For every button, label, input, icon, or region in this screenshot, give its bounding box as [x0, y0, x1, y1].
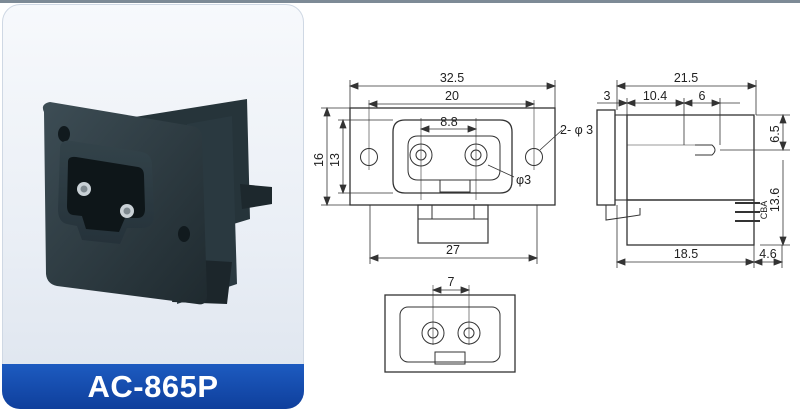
dim-6: 6 [699, 89, 706, 103]
side-view [596, 109, 760, 246]
dim-4-6: 4.6 [759, 247, 776, 261]
product-photo-panel: AC-865P [2, 4, 304, 409]
top-rule [0, 0, 800, 3]
dim-depth: 21.5 [674, 71, 698, 85]
dim-height: 13.6 [768, 188, 782, 212]
side-dimension-lines [597, 80, 790, 268]
dim-bottom-pin-spacing: 7 [448, 275, 455, 289]
model-banner [2, 364, 304, 409]
dim-pin-spacing: 8.8 [440, 115, 457, 129]
dim-flange: 3 [604, 89, 611, 103]
dim-6-5: 6.5 [768, 125, 782, 142]
technical-drawing: 32.5 20 8.8 2- φ 3 φ3 16 13 27 21.5 3 10… [312, 71, 790, 373]
bottom-view [384, 285, 516, 373]
dim-10-4: 10.4 [643, 89, 667, 103]
front-view [349, 100, 556, 244]
dim-hole-spacing: 20 [445, 89, 459, 103]
dim-pin-diameter: φ3 [516, 173, 531, 187]
front-dimension-lines [321, 80, 563, 264]
dim-outer-height: 16 [312, 153, 326, 167]
model-number: AC-865P [87, 369, 219, 404]
dim-bottom-width: 27 [446, 243, 460, 257]
dim-mount-holes: 2- φ 3 [560, 123, 593, 137]
pin-letters: CBA [759, 201, 769, 220]
dim-overall-width: 32.5 [440, 71, 464, 85]
power-socket-photo [42, 99, 272, 305]
dim-18-5: 18.5 [674, 247, 698, 261]
dim-inner-height: 13 [328, 153, 342, 167]
bottom-dimension-lines [431, 286, 471, 294]
